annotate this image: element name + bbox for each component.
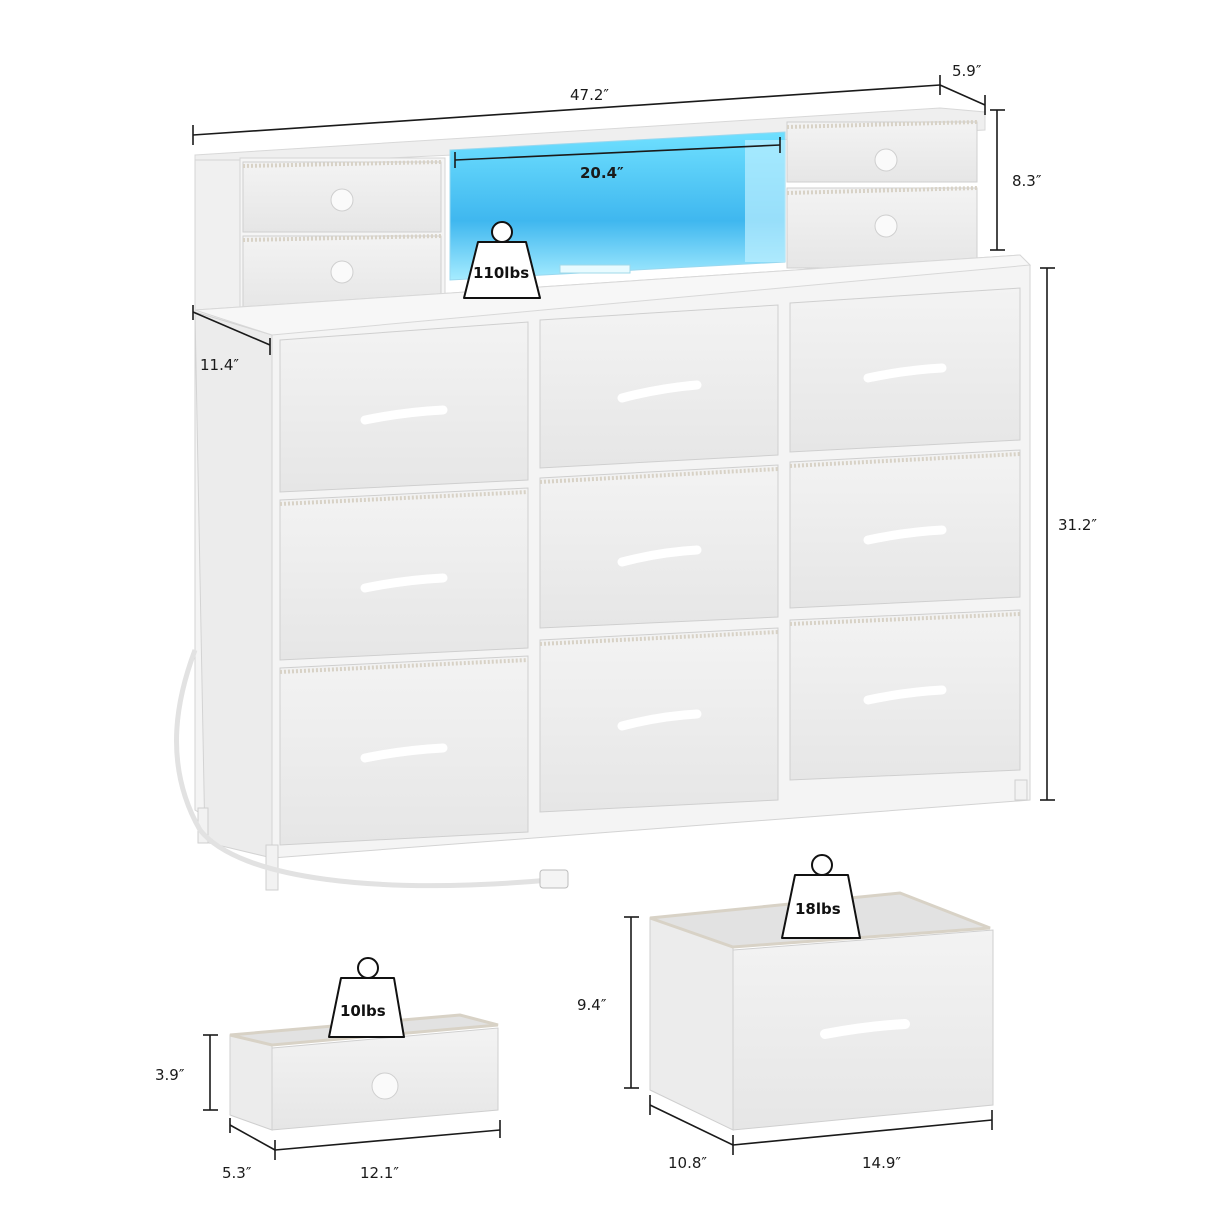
hutch-height-label: 8.3″ [1012, 172, 1042, 190]
plug-icon [539, 869, 569, 889]
drawer-column-1 [279, 321, 529, 846]
weight-icon: 10lbs [328, 957, 405, 1038]
small-drawer-depth-label: 5.3″ [222, 1164, 252, 1182]
weight-icon: 18lbs [781, 854, 861, 939]
knob-icon [330, 260, 354, 284]
weight-icon: 110lbs [463, 221, 541, 299]
knob-icon [874, 148, 898, 172]
large-drawer-height-label: 9.4″ [577, 996, 607, 1014]
knob-icon [874, 214, 898, 238]
small-drawer-capacity-label: 10lbs [340, 1002, 386, 1020]
large-drawer-capacity-label: 18lbs [795, 900, 841, 918]
knob-icon [330, 188, 354, 212]
large-drawer-width-label: 14.9″ [862, 1154, 901, 1172]
small-drawer-height-label: 3.9″ [155, 1066, 185, 1084]
dresser-body [174, 254, 1032, 891]
power-strip [559, 264, 631, 274]
led-shelf-width-label: 20.4″ [580, 164, 624, 182]
dimension-lines [192, 75, 1055, 801]
knob-icon [371, 1072, 399, 1100]
small-drawer-dimension-lines [203, 1034, 501, 1160]
power-cord [174, 649, 551, 889]
dresser-depth-label: 11.4″ [200, 356, 239, 374]
top-capacity-label: 110lbs [473, 264, 529, 282]
overall-width-label: 47.2″ [570, 86, 609, 104]
leg [1014, 779, 1028, 801]
dresser-height-label: 31.2″ [1058, 516, 1097, 534]
hutch-depth-label: 5.9″ [952, 62, 982, 80]
small-drawer-width-label: 12.1″ [360, 1164, 399, 1182]
drawer-column-3 [789, 287, 1021, 781]
large-drawer-dimension-lines [624, 916, 993, 1155]
large-drawer-depth-label: 10.8″ [668, 1154, 707, 1172]
drawer-column-2 [539, 304, 779, 813]
